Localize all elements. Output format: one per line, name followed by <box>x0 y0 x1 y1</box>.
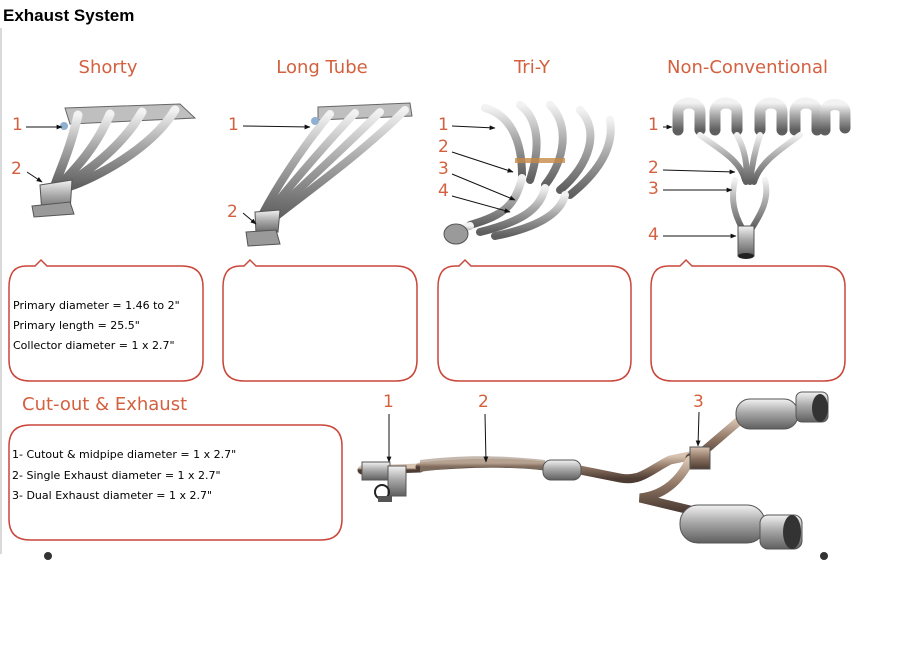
non-conventional-callout-2: 2 <box>648 158 659 178</box>
non-conventional-title: Non-Conventional <box>666 57 828 78</box>
shorty-callout-1: 1 <box>12 115 23 135</box>
tri-y-callout-3: 3 <box>438 159 449 179</box>
tri-y-title: Tri-Y <box>513 57 551 78</box>
long-tube-title: Long Tube <box>276 57 368 78</box>
shorty-header-illustration <box>31 103 197 218</box>
long-tube-callout-1: 1 <box>228 115 239 135</box>
tri-y-callout-4: 4 <box>438 181 449 201</box>
non-conventional-header-illustration <box>672 97 851 259</box>
cutout-spec-dual-exhaust: 3- Dual Exhaust diameter = 1 x 2.7" <box>12 489 213 502</box>
tri-y-spec-box <box>437 258 632 382</box>
long-tube-spec-box <box>222 258 418 382</box>
non-conventional-callout-4: 4 <box>648 225 659 245</box>
non-conventional-spec-box <box>650 258 846 382</box>
non-conventional-callout-1: 1 <box>648 115 659 135</box>
tri-y-callout-2: 2 <box>438 137 449 157</box>
cutout-callout-1: 1 <box>383 392 394 412</box>
page-title: Exhaust System <box>3 6 135 25</box>
shorty-spec-primary-length: Primary length = 25.5" <box>13 319 140 332</box>
cutout-spec-single-exhaust: 2- Single Exhaust diameter = 1 x 2.7" <box>12 469 221 482</box>
long-tube-callout-2: 2 <box>227 202 238 222</box>
cutout-callout-3: 3 <box>693 392 704 412</box>
shorty-title: Shorty <box>78 57 138 78</box>
shorty-callout-2: 2 <box>11 159 22 179</box>
left-divider <box>0 28 2 554</box>
exhaust-system-illustration <box>44 391 829 560</box>
long-tube-header-illustration <box>245 102 413 247</box>
shorty-spec-primary-diameter: Primary diameter = 1.46 to 2" <box>13 299 180 312</box>
cutout-exhaust-title: Cut-out & Exhaust <box>22 394 188 415</box>
tri-y-callout-1: 1 <box>438 115 449 135</box>
header-callout-arrows <box>26 124 737 239</box>
exhaust-callout-arrows <box>386 411 701 463</box>
cutout-spec-box <box>8 424 343 541</box>
cutout-callout-2: 2 <box>478 392 489 412</box>
cutout-spec-midpipe: 1- Cutout & midpipe diameter = 1 x 2.7" <box>12 448 237 461</box>
shorty-spec-box <box>8 258 204 382</box>
non-conventional-callout-3: 3 <box>648 179 659 199</box>
spec-boxes <box>8 258 846 541</box>
shorty-spec-collector-diameter: Collector diameter = 1 x 2.7" <box>13 339 175 352</box>
tri-y-header-illustration <box>443 101 615 245</box>
